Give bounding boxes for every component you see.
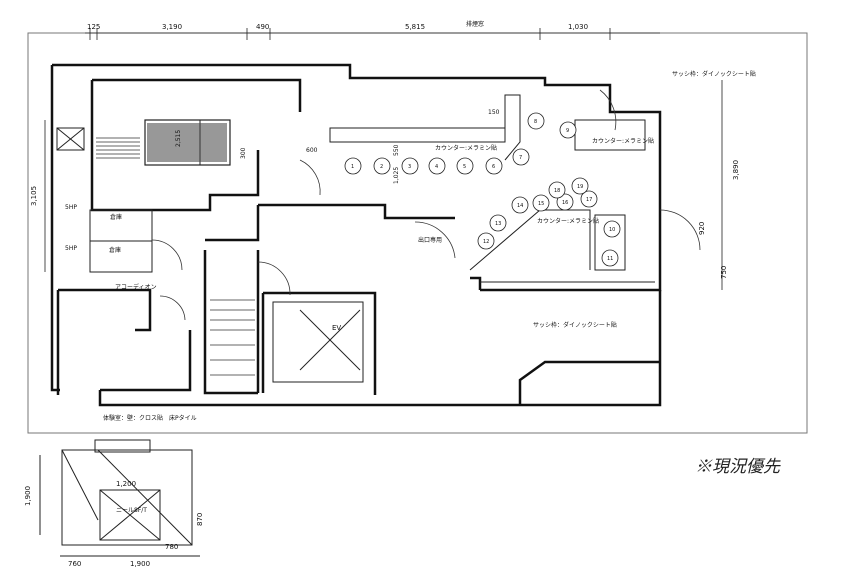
label-2515: 2,515 (175, 130, 182, 147)
small-plan-label: ニール8F/T (116, 507, 147, 514)
label-accordion: アコーディオン (115, 283, 157, 291)
seat (428, 157, 446, 175)
seat-number: 18 (554, 188, 560, 194)
seat-number: 12 (483, 239, 489, 245)
drawing-frame (27, 32, 808, 434)
seat-number: 13 (495, 221, 501, 227)
label-storage-a: 倉庫 (110, 213, 122, 221)
label-sash-top: サッシ枠：ダイノックシート貼 (672, 70, 756, 78)
seat (511, 196, 529, 214)
stair-hatching (96, 137, 255, 376)
small-dim-3: 870 (196, 513, 204, 526)
seat-number: 8 (534, 119, 537, 125)
dim-right-1: 3,890 (732, 160, 740, 180)
seat (601, 249, 619, 267)
label-1025: 1,025 (393, 167, 400, 184)
seat-number: 11 (607, 256, 613, 262)
label-hp-2: 5HP (65, 245, 77, 252)
dim-top-4: 5,815 (405, 23, 425, 31)
seat (603, 220, 621, 238)
seat (401, 157, 419, 175)
seat (456, 157, 474, 175)
seat (512, 148, 530, 166)
dim-left-1: 3,105 (30, 186, 38, 206)
label-counter-left: カウンター:メラミン貼 (435, 144, 497, 152)
seat (548, 181, 566, 199)
seat-number: 3 (408, 164, 411, 170)
door-swings (151, 89, 701, 321)
seat (344, 157, 362, 175)
small-dim-4: 780 (165, 543, 178, 551)
label-elevator: EV (332, 324, 341, 332)
label-300: 300 (240, 147, 247, 159)
seat-number: 16 (562, 200, 568, 206)
small-dim-2: 1,200 (116, 480, 136, 488)
seat (477, 232, 495, 250)
seat (485, 157, 503, 175)
dark-block (147, 123, 227, 162)
label-experience-room: 体験室：壁：クロス貼 床Pタイル (103, 414, 197, 422)
seat-number: 5 (463, 164, 466, 170)
dim-top-5: 1,030 (568, 23, 588, 31)
seat (559, 121, 577, 139)
dim-right-2: 920 (698, 222, 706, 235)
seat-number: 1 (351, 164, 354, 170)
seat-number: 2 (380, 164, 383, 170)
label-550: 550 (393, 144, 400, 156)
top-dimension-line (85, 28, 660, 40)
dim-right-3: 750 (720, 266, 728, 279)
label-hp-1: 5HP (65, 204, 77, 211)
seat-number: 6 (492, 164, 495, 170)
seat-number: 4 (435, 164, 438, 170)
building-walls (50, 63, 662, 407)
handwritten-note: ※現況優先 (695, 457, 781, 477)
seat-number: 10 (609, 227, 615, 233)
seat-number: 15 (538, 201, 544, 207)
dim-top-2: 3,190 (162, 23, 182, 31)
small-dim-1: 1,900 (24, 486, 32, 506)
small-dim-6: 760 (68, 560, 81, 568)
seat (489, 214, 507, 232)
seat (527, 112, 545, 130)
internal-partitions (39, 94, 655, 557)
seat-number: 14 (517, 203, 523, 209)
small-dim-5: 1,900 (130, 560, 150, 568)
dim-top-3: 490 (256, 23, 269, 31)
label-150: 150 (488, 109, 500, 116)
seat-number: 19 (577, 184, 583, 190)
seat-number: 9 (566, 128, 569, 134)
label-exit-only: 出口専用 (418, 236, 442, 244)
seat-cluster-right: 8 9 10 11 12 13 14 15 16 17 18 19 (477, 112, 621, 267)
seat (580, 190, 598, 208)
seat (571, 177, 589, 195)
seat-number: 17 (586, 197, 592, 203)
seat (556, 193, 574, 211)
seat-number: 7 (519, 155, 522, 161)
label-storage-b: 倉庫 (109, 246, 121, 254)
label-600: 600 (306, 147, 318, 154)
seat (373, 157, 391, 175)
seat (532, 194, 550, 212)
seat-row: 1 2 3 4 5 6 7 (344, 148, 530, 175)
label-sash-bottom: サッシ枠：ダイノックシート貼 (533, 321, 617, 329)
label-counter-diagonal: カウンター:メラミン貼 (537, 217, 599, 225)
label-smoke-window: 排煙窓 (466, 20, 484, 28)
dim-top-1: 125 (87, 23, 100, 31)
label-counter-right: カウンター:メラミン貼 (592, 137, 654, 145)
